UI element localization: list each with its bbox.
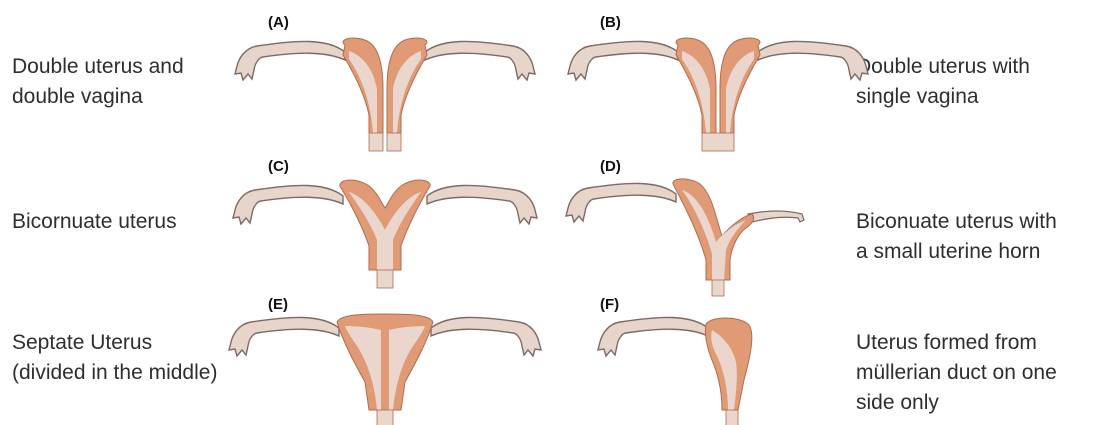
- figure-f: [598, 317, 752, 425]
- figure-d: [566, 179, 804, 296]
- figure-a: [235, 38, 535, 151]
- figure-b: [568, 38, 868, 151]
- figure-c: [233, 180, 537, 288]
- figure-e: [229, 314, 541, 425]
